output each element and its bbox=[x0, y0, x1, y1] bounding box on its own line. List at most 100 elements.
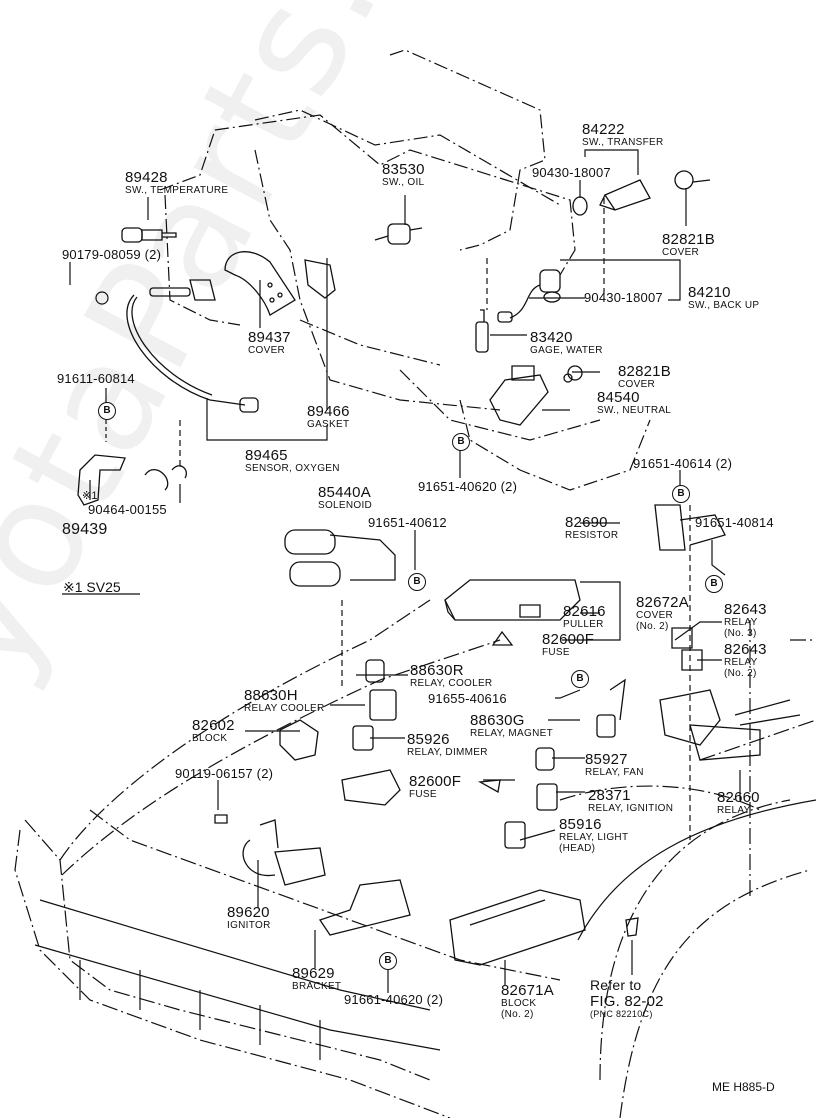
part-oil-switch bbox=[375, 224, 422, 244]
part-number: 82643 bbox=[724, 601, 767, 618]
part-number: 85440A bbox=[318, 484, 371, 501]
part-number: 82821B bbox=[662, 231, 715, 248]
part-label-91651-40614[interactable]: 91651-40614 (2) bbox=[633, 456, 733, 471]
part-number: 89466 bbox=[307, 403, 350, 420]
part-name: BLOCK bbox=[501, 998, 537, 1009]
part-number: 82690 bbox=[565, 514, 608, 531]
part-name: RELAY bbox=[724, 617, 758, 628]
part-number: 88630H bbox=[244, 687, 298, 704]
part-name: RELAY, LIGHT bbox=[559, 832, 629, 843]
reference-pnc: (PNC 82210C) bbox=[590, 1009, 653, 1019]
part-label-89439[interactable]: 89439 bbox=[62, 521, 108, 538]
part-relay-head bbox=[505, 822, 525, 848]
part-junction-block bbox=[450, 890, 585, 965]
ref-marker-b: B bbox=[98, 402, 116, 420]
part-name: SW., OIL bbox=[382, 177, 425, 188]
part-ignitor bbox=[243, 820, 325, 885]
part-name: RELAY bbox=[717, 805, 751, 816]
part-name: FUSE bbox=[409, 789, 437, 800]
part-fuse-2 bbox=[480, 780, 500, 792]
part-water-gage bbox=[476, 310, 488, 352]
part-cover-small bbox=[564, 366, 582, 382]
part-name: RELAY, COOLER bbox=[410, 678, 493, 689]
part-number: 82600F bbox=[409, 773, 462, 790]
part-nut bbox=[96, 292, 108, 304]
part-number: 89620 bbox=[227, 904, 270, 921]
part-label-91651-40814[interactable]: 91651-40814 bbox=[695, 515, 774, 530]
part-label-91651-40620[interactable]: 91651-40620 (2) bbox=[418, 479, 518, 494]
ref-marker-b: B bbox=[571, 670, 589, 688]
part-number: 85916 bbox=[559, 816, 602, 833]
part-name: RELAY, DIMMER bbox=[407, 747, 488, 758]
part-neutral-switch bbox=[490, 366, 548, 425]
ref-marker-b: B bbox=[452, 433, 470, 451]
car-outline bbox=[15, 600, 816, 1118]
ref-marker-b: B bbox=[705, 575, 723, 593]
part-label-90430-18007[interactable]: 90430-18007 bbox=[532, 165, 611, 180]
part-puller bbox=[520, 605, 540, 617]
part-label-91651-40612[interactable]: 91651-40612 bbox=[368, 515, 447, 530]
part-number: 85926 bbox=[407, 731, 450, 748]
part-label-91611-60814[interactable]: 91611-60814 bbox=[57, 371, 135, 386]
part-gasket bbox=[305, 260, 335, 298]
part-cover-82821b bbox=[675, 171, 710, 189]
part-label-90119-06157[interactable]: 90119-06157 (2) bbox=[175, 766, 274, 781]
part-backup-switch bbox=[498, 270, 560, 322]
part-name: RESISTOR bbox=[565, 530, 619, 541]
part-name: COVER bbox=[248, 345, 286, 356]
part-number: 83530 bbox=[382, 161, 425, 178]
part-label-90430-18007-b[interactable]: 90430-18007 bbox=[584, 290, 663, 305]
part-sub: (HEAD) bbox=[559, 843, 596, 854]
part-label-91661-40620[interactable]: 91661-40620 (2) bbox=[344, 992, 444, 1007]
part-name: BLOCK bbox=[192, 733, 228, 744]
part-fuse-block bbox=[342, 770, 400, 805]
part-bolt bbox=[215, 815, 227, 823]
part-number: 88630G bbox=[470, 712, 525, 729]
part-number: 89629 bbox=[292, 965, 335, 982]
part-name: COVER bbox=[618, 379, 656, 390]
part-number: 28371 bbox=[588, 787, 631, 804]
part-name: SW., TRANSFER bbox=[582, 137, 664, 148]
part-number: 82672A bbox=[636, 594, 689, 611]
reference-figure: FIG. 82-02 bbox=[590, 993, 664, 1010]
bumper-line bbox=[40, 900, 430, 1010]
part-name: RELAY, IGNITION bbox=[588, 803, 674, 814]
part-relay-cooler-r bbox=[366, 660, 384, 682]
figure-reference[interactable]: Refer to FIG. 82-02 (PNC 82210C) bbox=[590, 978, 664, 1019]
part-label-90179-08059[interactable]: 90179-08059 (2) bbox=[62, 247, 162, 262]
footnote-label: SV25 bbox=[86, 579, 121, 595]
part-label-91655-40616[interactable]: 91655-40616 bbox=[428, 691, 507, 706]
